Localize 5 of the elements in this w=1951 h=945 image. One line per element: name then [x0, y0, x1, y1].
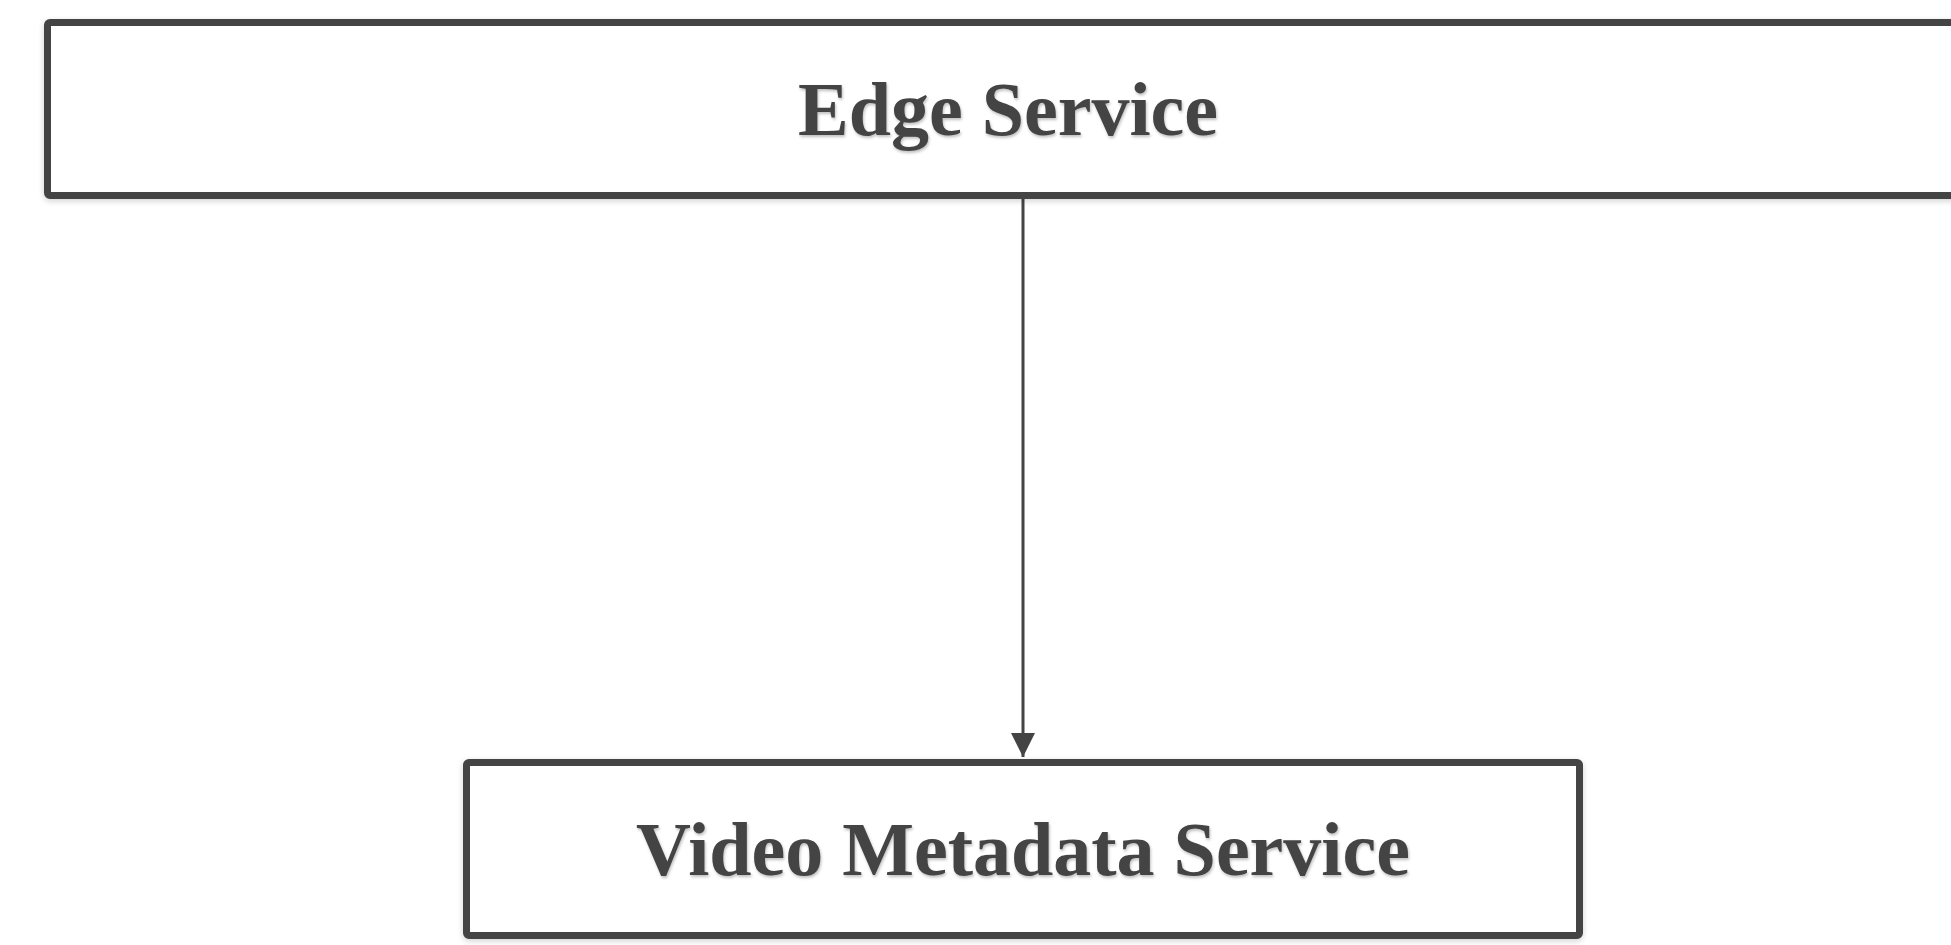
- service-box: [463, 759, 1583, 939]
- service-box: [44, 19, 1951, 199]
- service-label: Edge Service: [798, 65, 1218, 153]
- service-label: Video Metadata Service: [636, 805, 1410, 893]
- arrow: [1011, 199, 1035, 757]
